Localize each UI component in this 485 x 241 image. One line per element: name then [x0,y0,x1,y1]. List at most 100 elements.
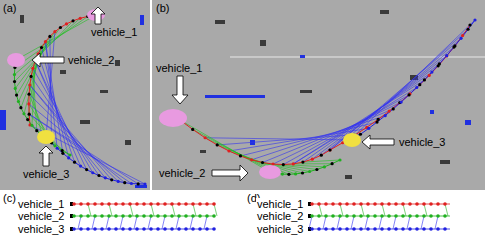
pose-dot [53,144,56,147]
graph-node [345,214,349,218]
graph-node [205,202,209,206]
graph-link [162,216,165,229]
constraint-line [283,165,324,167]
graph-node [198,202,202,206]
graph-node [114,227,118,231]
trajectory-line [352,20,475,140]
graph-node [443,214,447,218]
graph-link [193,204,196,216]
graph-node [338,227,342,231]
graph-link [382,204,385,216]
graph-node [380,202,384,206]
graph-node [324,214,328,218]
graph-node [86,202,90,206]
pose-dot [59,26,62,29]
pose-dot [61,152,64,155]
pose-dot [292,162,295,165]
graph-node [352,214,356,218]
callout-arrow [212,165,248,181]
pose-dot [48,35,51,38]
graph-link [424,204,427,216]
pose-dot [65,22,68,25]
graph-node [408,227,412,231]
vehicle-marker [37,130,55,144]
graph-link [351,216,354,229]
graph-node [142,227,146,231]
graph-node [163,202,167,206]
pose-dot [61,149,64,152]
graph-node [380,214,384,218]
map-ground [152,0,485,190]
graph-node [310,202,314,206]
graph-node [121,202,125,206]
pose-dot [323,165,326,168]
pose-dot [328,148,331,151]
graph-node [177,227,181,231]
pose-dot [56,147,59,150]
graph-node [422,227,426,231]
pose-dot [473,18,476,21]
graph-node [310,227,314,231]
panel-label: (b) [155,2,170,14]
constraint-line [330,47,454,150]
callout-arrow [91,7,105,24]
pose-dot [67,156,70,159]
vehicle-markers [7,9,361,179]
graph-node [149,214,153,218]
graph-node [198,227,202,231]
graph-node [107,202,111,206]
pose-dot [28,113,31,116]
vehicle-label: vehicle_2 [158,167,206,179]
pose-dot [19,106,22,109]
graph-link [365,216,368,229]
graph-link [403,204,406,216]
graph-node [366,202,370,206]
pose-dot [407,93,410,96]
pose-dot [35,129,38,132]
graph-node [324,202,328,206]
graph-node [184,202,188,206]
map-points [0,15,471,188]
graph-link [319,204,322,216]
vehicle-label: vehicle_1 [256,198,304,210]
graph-node [93,202,97,206]
vehicle-marker [159,109,187,127]
pose-dot [418,83,421,86]
vehicle-label: vehicle_2 [256,210,304,222]
graph-link [435,216,438,229]
trajectory-line [180,25,470,165]
graph-node [373,214,377,218]
graph-node [142,202,146,206]
graph-node [436,214,440,218]
vehicle-marker [343,133,361,147]
graph-link [78,216,81,229]
graph-node [331,227,335,231]
graph-node [128,202,132,206]
vehicle-label: vehicle_1 [17,198,65,210]
graph-node [191,214,195,218]
graph-link [361,204,364,216]
graph-link [148,216,151,229]
map-ground [0,0,150,190]
graph-link [172,204,175,216]
graph-node [121,214,125,218]
graph-node [205,227,209,231]
graph-node [135,214,139,218]
constraint-line [30,85,105,178]
graph-node [212,227,216,231]
graph-node [156,202,160,206]
pose-dot [85,168,88,171]
graph-node [107,227,111,231]
pose-dot [137,182,140,185]
pose-dot [468,23,471,26]
pose-dot [367,127,370,130]
trajectory-line [29,15,96,125]
graph-node [317,227,321,231]
pose-dot [315,168,318,171]
vehicle-label: vehicle_3 [17,223,65,235]
pose-dot [461,34,464,37]
callout-arrow [32,53,64,67]
graph-node [156,227,160,231]
graph-link [176,216,179,229]
graph-node [359,202,363,206]
